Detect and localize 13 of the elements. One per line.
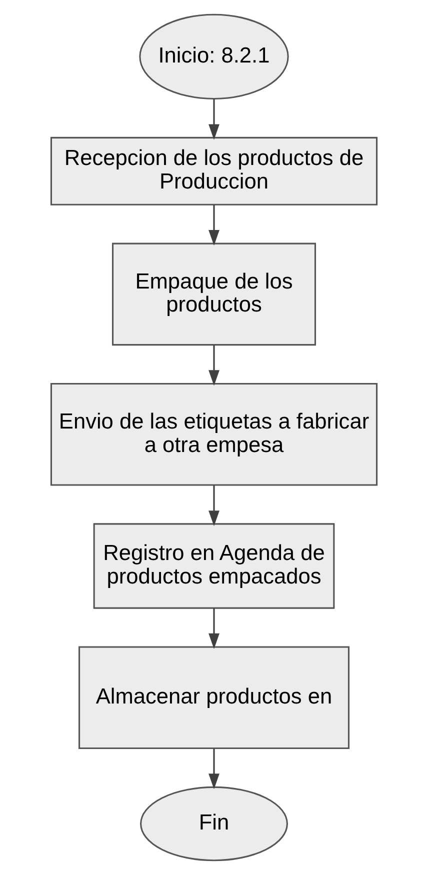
node-box: Registro en Agenda de productos empacados xyxy=(93,523,335,609)
arrow xyxy=(208,99,220,140)
arrow xyxy=(208,485,220,526)
node-ellipse: Fin xyxy=(140,786,288,862)
node-ellipse: Inicio: 8.2.1 xyxy=(139,14,289,100)
node-box: Envio de las etiquetas a fabricar a otra empesa xyxy=(50,382,378,486)
node-box: Recepcion de los productos de Produccion xyxy=(50,136,378,206)
arrow xyxy=(208,204,220,246)
arrow xyxy=(208,748,220,790)
node-box: Almacenar productos en xyxy=(78,646,350,750)
node-box: Empaque de los productos xyxy=(112,242,316,346)
arrow xyxy=(208,608,220,650)
arrow xyxy=(208,345,220,386)
